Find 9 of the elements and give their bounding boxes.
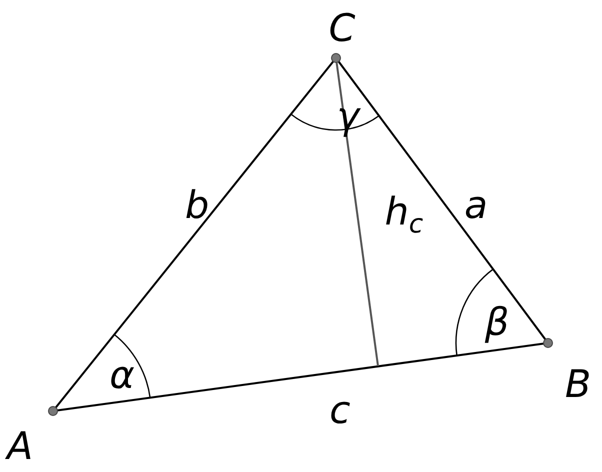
vertex-label: B [564, 365, 592, 403]
side-label: a [464, 186, 488, 224]
side-label: c [330, 391, 350, 429]
altitude-label: h$_{c}$ [384, 192, 424, 238]
angle-label: β [484, 303, 510, 341]
side-label: b [184, 186, 210, 224]
vertex-label: A [7, 427, 33, 465]
angle-label: α [109, 356, 135, 394]
vertex-label: C [328, 9, 356, 47]
